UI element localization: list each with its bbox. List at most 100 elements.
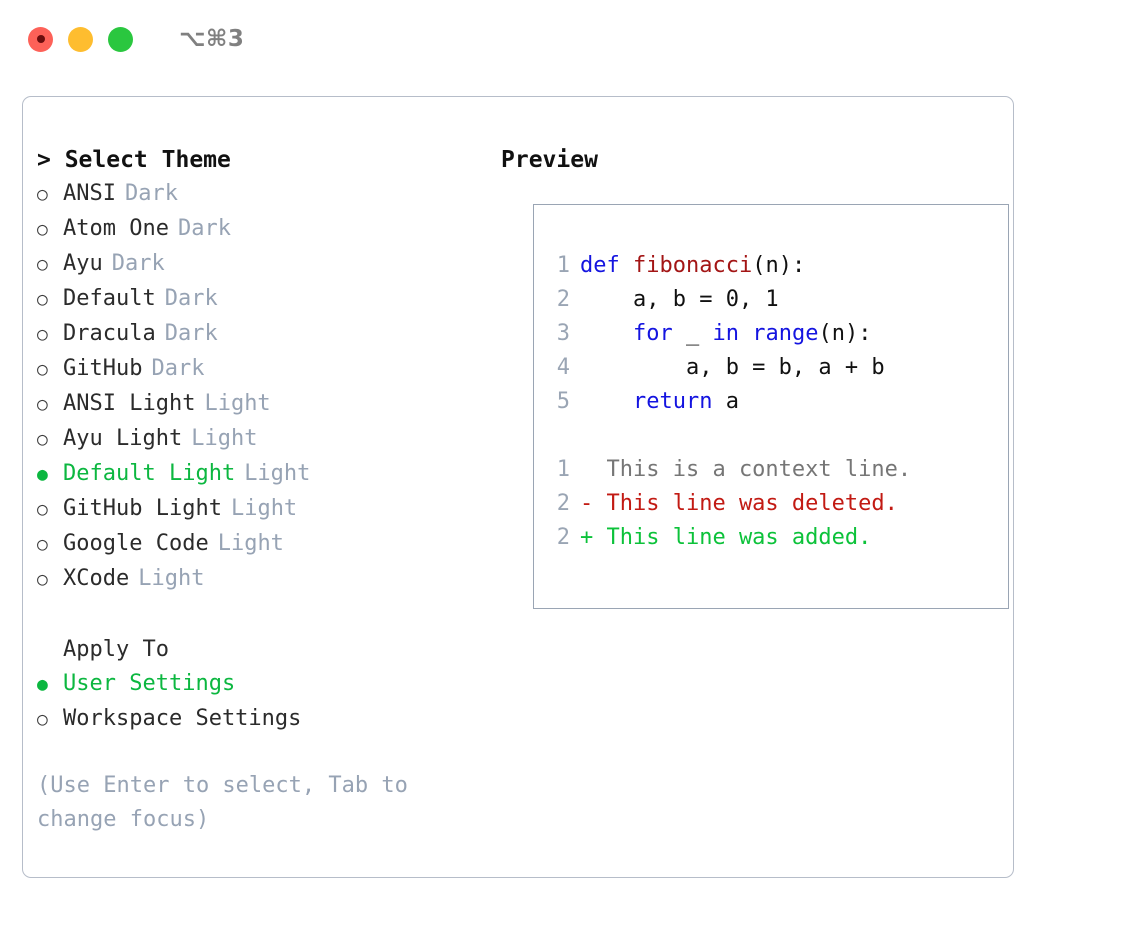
code-token: a — [712, 389, 739, 414]
radio-unselected-icon: ○ — [37, 254, 48, 275]
code-line-text: a, b = b, a + b — [580, 351, 885, 385]
window-minimize-button[interactable] — [68, 26, 93, 52]
theme-option-label: Ayu — [63, 251, 103, 276]
code-line: 3 for _ in range(n): — [546, 317, 998, 351]
diff-line-text: + This line was added. — [580, 525, 872, 550]
code-token: def — [580, 253, 633, 278]
help-text: (Use Enter to select, Tab to change focu… — [37, 773, 408, 832]
radio-selected-icon: ● — [37, 464, 48, 485]
theme-option-label: GitHub — [63, 356, 143, 381]
radio-unselected-icon: ○ — [37, 534, 48, 555]
code-line-text: return a — [580, 385, 739, 419]
theme-option-atom-one[interactable]: ○ Atom One Dark — [37, 212, 487, 247]
code-token: _ — [672, 321, 713, 346]
radio-unselected-icon: ○ — [37, 709, 48, 730]
diff-line-number: 2 — [556, 525, 570, 550]
window-maximize-button[interactable] — [108, 26, 133, 52]
theme-option-default-light[interactable]: ● Default Light Light — [37, 457, 487, 492]
section-spacer — [37, 597, 487, 633]
apply-to-heading: Apply To — [63, 637, 169, 662]
theme-option-default[interactable]: ○ Default Dark — [37, 282, 487, 317]
theme-variant-tag: Light — [217, 531, 284, 556]
code-line: 4 a, b = b, a + b — [546, 351, 998, 385]
code-line-text: for _ in range(n): — [580, 317, 871, 351]
diff-line: 2 + This line was added. — [546, 521, 998, 555]
radio-unselected-icon: ○ — [37, 569, 48, 590]
theme-variant-tag: Dark — [177, 216, 231, 241]
theme-option-label: Default — [63, 286, 156, 311]
theme-option-dracula[interactable]: ○ Dracula Dark — [37, 317, 487, 352]
theme-option-google-code[interactable]: ○ Google Code Light — [37, 527, 487, 562]
code-line-number: 4 — [556, 355, 570, 380]
code-token — [580, 389, 633, 414]
theme-option-github[interactable]: ○ GitHub Dark — [37, 352, 487, 387]
diff-line: 1 This is a context line. — [546, 453, 998, 487]
theme-option-label: Dracula — [63, 321, 156, 346]
code-token: in range — [712, 321, 819, 346]
diff-line-number: 1 — [556, 457, 570, 482]
select-theme-heading: > Select Theme — [37, 147, 231, 173]
keyboard-shortcut-label: ⌥⌘3 — [179, 26, 245, 52]
code-token: a, b = 0, 1 — [580, 287, 779, 312]
theme-variant-tag: Dark — [164, 286, 218, 311]
apply-to-option-user-settings[interactable]: ●User Settings — [37, 667, 487, 702]
radio-unselected-icon: ○ — [37, 394, 48, 415]
code-blank-line — [546, 419, 998, 453]
theme-option-label: Default Light — [63, 461, 236, 486]
theme-variant-tag: Dark — [124, 181, 178, 206]
theme-variant-tag: Dark — [164, 321, 218, 346]
code-line-text: a, b = 0, 1 — [580, 283, 779, 317]
apply-to-option-label: User Settings — [63, 671, 236, 696]
theme-variant-tag: Light — [244, 461, 311, 486]
radio-unselected-icon: ○ — [37, 219, 48, 240]
theme-variant-tag: Light — [191, 426, 258, 451]
radio-unselected-icon: ○ — [37, 324, 48, 345]
radio-unselected-icon: ○ — [37, 289, 48, 310]
theme-variant-tag: Dark — [151, 356, 205, 381]
window-titlebar: ⌥⌘3 — [0, 0, 1140, 78]
theme-option-label: Google Code — [63, 531, 209, 556]
theme-variant-tag: Light — [204, 391, 271, 416]
code-line-number: 5 — [556, 389, 570, 414]
theme-option-ayu[interactable]: ○ Ayu Dark — [37, 247, 487, 282]
radio-unselected-icon: ○ — [37, 359, 48, 380]
code-token: for — [632, 321, 673, 346]
code-token: a, b = b, a + b — [580, 355, 885, 380]
code-line: 5 return a — [546, 385, 998, 419]
radio-unselected-icon: ○ — [37, 184, 48, 205]
code-token: (n): — [752, 253, 806, 278]
apply-to-option-workspace-settings[interactable]: ○ Workspace Settings — [37, 702, 487, 737]
theme-option-label: Atom One — [63, 216, 169, 241]
window-close-button[interactable] — [28, 26, 53, 52]
theme-option-label: GitHub Light — [63, 496, 222, 521]
theme-variant-tag: Dark — [111, 251, 165, 276]
diff-line-text: - This line was deleted. — [580, 491, 898, 516]
theme-option-github-light[interactable]: ○ GitHub Light Light — [37, 492, 487, 527]
theme-variant-tag: Light — [230, 496, 298, 521]
theme-option-label: Ayu Light — [63, 426, 183, 451]
radio-unselected-icon: ○ — [37, 499, 48, 520]
code-line-number: 2 — [556, 287, 570, 312]
code-token: return — [632, 389, 713, 414]
preview-heading: Preview — [501, 147, 598, 173]
apply-to-list[interactable]: ●User Settings ○ Workspace Settings — [37, 667, 487, 737]
code-line: 2 a, b = 0, 1 — [546, 283, 998, 317]
code-line-text: def fibonacci(n): — [580, 249, 805, 283]
diff-line-text: This is a context line. — [580, 457, 912, 482]
code-line-number: 3 — [556, 321, 570, 346]
theme-variant-tag: Light — [138, 566, 205, 591]
apply-to-option-label: Workspace Settings — [63, 706, 302, 731]
diff-line: 2- This line was deleted. — [546, 487, 998, 521]
